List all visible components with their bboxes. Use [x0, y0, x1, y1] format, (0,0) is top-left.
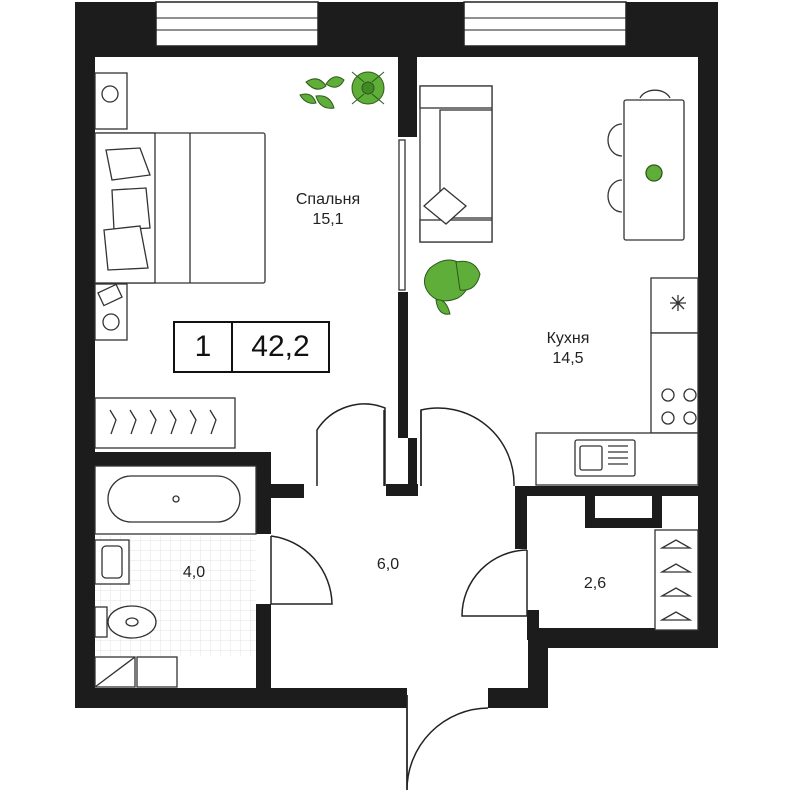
door-closet: [461, 549, 528, 617]
bath-cabinet: [94, 656, 178, 688]
partition-middle: [398, 292, 408, 438]
closet-left-wall-lower: [527, 610, 539, 640]
room-label-bathroom: 4,0: [166, 563, 222, 583]
bathtub: [94, 465, 257, 535]
closet-top-wall: [515, 486, 708, 496]
doors: [270, 403, 528, 791]
plant-kitchen: [424, 259, 481, 315]
apartment-summary-badge: 1 42,2: [173, 321, 330, 373]
partition-foot: [386, 484, 418, 496]
sofa: [419, 85, 493, 243]
left-wall: [75, 2, 95, 707]
bedroom-area: 15,1: [312, 211, 344, 228]
wardrobe-bedroom: [94, 397, 236, 449]
kitchen-name: Кухня: [546, 330, 590, 347]
door-entrance: [406, 695, 489, 791]
bottom-wall-left: [75, 688, 407, 708]
room-label-kitchen: Кухня 14,5: [520, 329, 616, 369]
closet-niche-left: [585, 490, 595, 528]
room-label-hall: 6,0: [360, 555, 416, 575]
sink: [94, 539, 130, 585]
partition-lower: [408, 438, 417, 490]
bed: [94, 132, 266, 284]
partition-top: [398, 57, 417, 137]
toilet: [94, 605, 157, 639]
closet-niche-right: [652, 490, 662, 528]
room-label-bedroom: Спальня 15,1: [280, 190, 376, 230]
right-wall: [698, 2, 718, 647]
closet-bottom-wall: [528, 628, 718, 648]
plant-bedroom-1: [299, 76, 345, 109]
closet-area: 2,6: [583, 575, 607, 592]
bedroom-name: Спальня: [295, 191, 361, 208]
door-kitchen: [420, 407, 515, 487]
kitchen-counter: [535, 277, 699, 486]
interior-walls: [95, 57, 708, 688]
window-bedroom: [155, 1, 319, 47]
kitchen-area: 14,5: [552, 350, 584, 367]
door-bedroom: [316, 403, 386, 486]
dining-table: [607, 89, 685, 241]
tv-panel: [398, 139, 406, 291]
windows: [155, 1, 627, 47]
room-count: 1: [175, 323, 233, 371]
closet-rack: [654, 529, 699, 631]
bath-top-wall: [95, 452, 271, 466]
bath-right-wall-upper: [256, 452, 271, 534]
bath-right-wall-lower: [256, 604, 271, 688]
door-bathroom: [270, 535, 333, 605]
hall-top-wall-left: [271, 484, 304, 498]
hall-area: 6,0: [376, 556, 400, 573]
closet-left-wall-upper: [515, 486, 527, 549]
closet-niche-bottom: [595, 518, 652, 528]
nightstands: [94, 72, 128, 341]
bathroom-area: 4,0: [182, 564, 206, 581]
total-area: 42,2: [251, 330, 310, 363]
room-label-closet: 2,6: [567, 574, 623, 594]
window-kitchen: [463, 1, 627, 47]
plant-bedroom-2: [351, 71, 385, 105]
